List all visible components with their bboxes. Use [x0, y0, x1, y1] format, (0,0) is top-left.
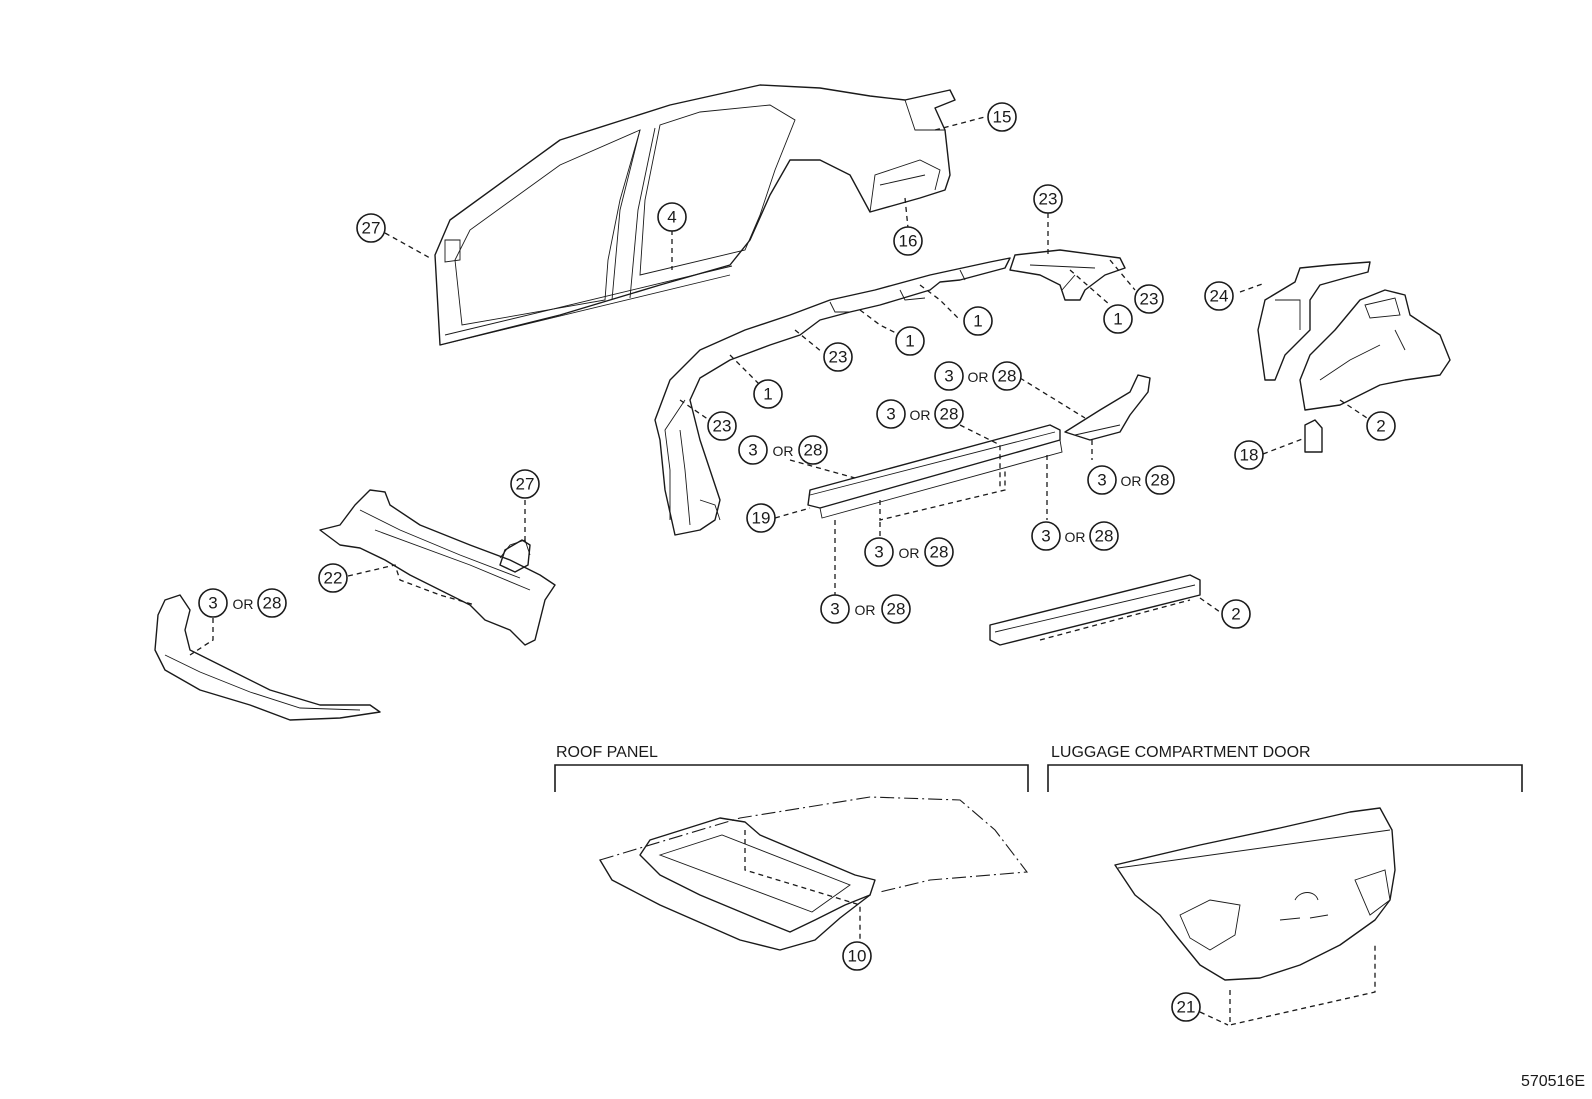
side-body-outer-panel [434, 84, 956, 346]
svg-text:23: 23 [829, 348, 848, 367]
svg-text:28: 28 [1095, 527, 1114, 546]
callout-21: 21 [1171, 992, 1201, 1022]
callout-2-upper: 2 [1366, 411, 1396, 441]
leader-lines [189, 116, 1371, 656]
callout-22: 22 [318, 563, 348, 593]
svg-text:3: 3 [874, 543, 883, 562]
svg-text:24: 24 [1210, 287, 1229, 306]
svg-text:3: 3 [1097, 471, 1106, 490]
svg-text:28: 28 [940, 405, 959, 424]
callout-1-mid: 1 [895, 326, 925, 356]
svg-text:OR: OR [855, 602, 876, 618]
svg-text:21: 21 [1177, 998, 1196, 1017]
svg-text:1: 1 [763, 385, 772, 404]
callout-4: 4 [657, 202, 687, 232]
front-lower-panel [154, 594, 381, 721]
callout-23-top: 23 [1033, 184, 1063, 214]
svg-text:18: 18 [1240, 446, 1259, 465]
luggage-door-leader-2 [1199, 1011, 1229, 1026]
svg-text:28: 28 [263, 594, 282, 613]
roof-panel [599, 796, 1029, 951]
callout-19: 19 [746, 503, 776, 533]
wheelhouse-bracket [1304, 419, 1323, 453]
luggage-door-bracket [1047, 764, 1523, 792]
callout-1-mid-right: 1 [963, 306, 993, 336]
svg-text:27: 27 [362, 219, 381, 238]
svg-text:3: 3 [208, 594, 217, 613]
figure-code: 570516E [1521, 1073, 1585, 1090]
cowl-panel [319, 489, 556, 646]
luggage-compartment-door [1114, 807, 1396, 981]
svg-text:23: 23 [1140, 290, 1159, 309]
callout-23-mid: 23 [823, 342, 853, 372]
svg-text:28: 28 [887, 600, 906, 619]
svg-text:22: 22 [324, 569, 343, 588]
callout-10: 10 [842, 941, 872, 971]
svg-text:2: 2 [1376, 417, 1385, 436]
svg-text:23: 23 [1039, 190, 1058, 209]
callout-3-or-28-e: 3 OR 28 [1031, 521, 1119, 551]
svg-text:OR: OR [910, 407, 931, 423]
callout-24: 24 [1204, 281, 1234, 311]
svg-text:3: 3 [830, 600, 839, 619]
roof-panel-title: ROOF PANEL [556, 744, 658, 761]
rear-pillar-reinforcement [1009, 249, 1126, 301]
callout-16: 16 [893, 226, 923, 256]
callout-3-or-28-g: 3 OR 28 [820, 594, 911, 624]
callout-1-right: 1 [1103, 304, 1133, 334]
rear-floor-side-member [1064, 374, 1151, 441]
floor-cross-member [989, 574, 1201, 646]
svg-text:28: 28 [930, 543, 949, 562]
svg-text:3: 3 [944, 367, 953, 386]
rocker-reinforcement [807, 424, 1063, 519]
callout-18: 18 [1234, 440, 1264, 470]
luggage-door-leader [1229, 945, 1376, 1026]
svg-text:23: 23 [713, 417, 732, 436]
svg-text:3: 3 [748, 441, 757, 460]
side-inner-panel [654, 257, 1011, 536]
svg-text:1: 1 [1113, 310, 1122, 329]
svg-text:27: 27 [516, 475, 535, 494]
svg-text:28: 28 [998, 367, 1017, 386]
svg-text:10: 10 [848, 947, 867, 966]
callout-3-or-28-b: 3 OR 28 [876, 399, 964, 429]
callout-2-lower: 2 [1221, 599, 1251, 629]
svg-text:16: 16 [899, 232, 918, 251]
svg-text:OR: OR [233, 596, 254, 612]
svg-text:3: 3 [1041, 527, 1050, 546]
svg-text:OR: OR [773, 443, 794, 459]
svg-text:4: 4 [667, 208, 676, 227]
luggage-door-title: LUGGAGE COMPARTMENT DOOR [1051, 744, 1311, 761]
svg-text:15: 15 [993, 108, 1012, 127]
callout-27-upper: 27 [356, 213, 386, 243]
svg-text:OR: OR [1121, 473, 1142, 489]
rear-wheelhouse-outer [1257, 261, 1371, 381]
rear-wheelhouse-inner [1299, 289, 1451, 411]
svg-text:3: 3 [886, 405, 895, 424]
callout-3-or-28-f: 3 OR 28 [864, 537, 954, 567]
svg-text:28: 28 [804, 441, 823, 460]
svg-text:1: 1 [905, 332, 914, 351]
svg-text:28: 28 [1151, 471, 1170, 490]
callout-23-right: 23 [1134, 284, 1164, 314]
roof-leader [744, 830, 861, 940]
svg-text:19: 19 [752, 509, 771, 528]
svg-text:2: 2 [1231, 605, 1240, 624]
svg-text:1: 1 [973, 312, 982, 331]
cowl-side-bracket [499, 539, 531, 573]
svg-text:OR: OR [899, 545, 920, 561]
callout-1-left: 1 [753, 379, 783, 409]
callout-3-or-28-c: 3 OR 28 [738, 435, 828, 465]
callout-3-or-28-a: 3 OR 28 [934, 361, 1022, 391]
callout-3-or-28-h: 3 OR 28 [198, 588, 287, 618]
svg-text:OR: OR [1065, 529, 1086, 545]
roof-panel-bracket [554, 764, 1029, 792]
callout-23-left: 23 [707, 411, 737, 441]
callout-15: 15 [987, 102, 1017, 132]
callout-3-or-28-d: 3 OR 28 [1087, 465, 1175, 495]
callout-27-lower: 27 [510, 469, 540, 499]
svg-text:OR: OR [968, 369, 989, 385]
